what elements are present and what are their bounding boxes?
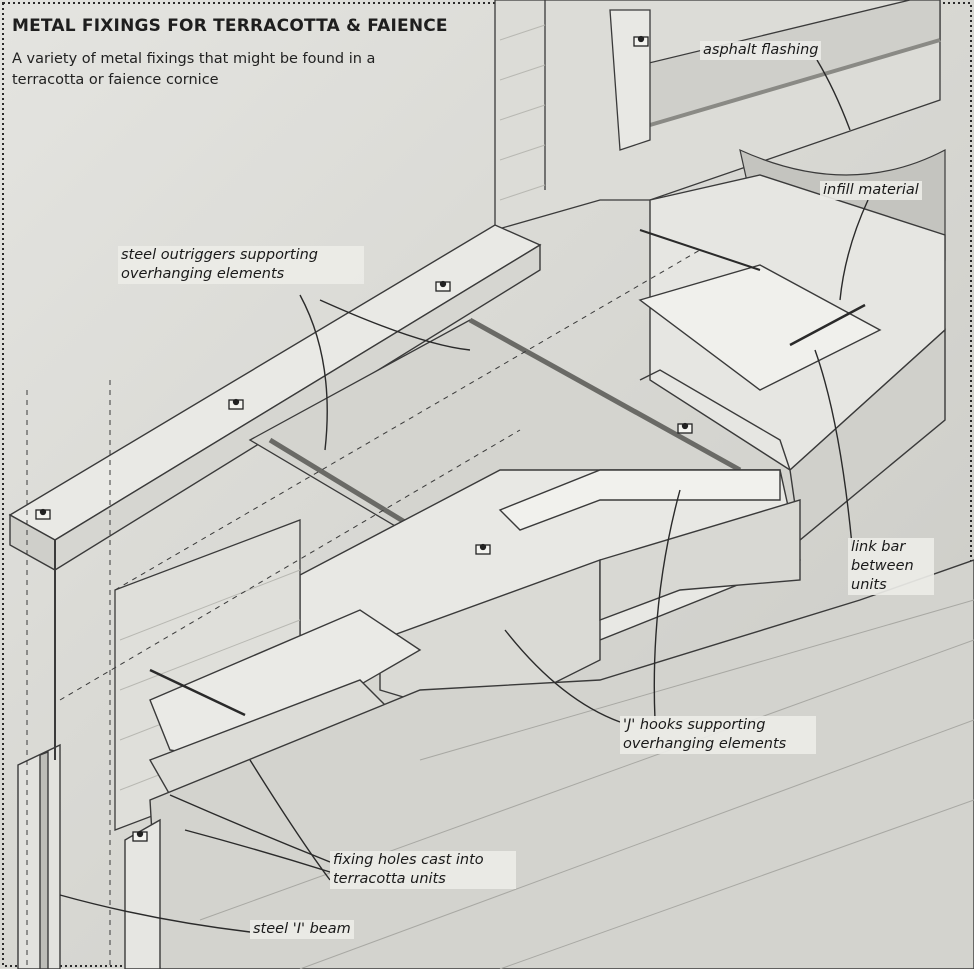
label-fixing-holes: fixing holes cast into terracotta units (330, 851, 516, 889)
bolt-1 (35, 508, 51, 520)
page-title: METAL FIXINGS FOR TERRACOTTA & FAIENCE (12, 16, 448, 36)
bolt-7 (132, 830, 148, 842)
flashing-channel (609, 0, 941, 151)
label-j-hooks: 'J' hooks supporting overhanging element… (620, 716, 816, 754)
bolt-2 (228, 398, 244, 410)
label-steel-i-beam: steel 'I' beam (250, 920, 354, 939)
link-bars (149, 229, 866, 717)
dashed-guides (26, 249, 701, 969)
page-subtitle: A variety of metal fixings that might be… (12, 51, 376, 88)
bolt-3 (435, 280, 451, 292)
label-asphalt-flashing: asphalt flashing (700, 41, 822, 60)
label-infill-material: infill material (820, 181, 922, 200)
bolt-4 (677, 422, 693, 434)
fixing-bolts (35, 35, 693, 842)
label-steel-outriggers: steel outriggers supporting overhanging … (118, 246, 364, 284)
leader-lines (59, 59, 869, 933)
middle-terracotta-unit (299, 469, 801, 721)
label-link-bar: link bar between units (848, 538, 934, 595)
bolt-6 (633, 35, 649, 47)
bolt-5 (475, 543, 491, 555)
upper-terracotta-unit (638, 174, 946, 542)
i-beam-vertical (17, 540, 161, 969)
